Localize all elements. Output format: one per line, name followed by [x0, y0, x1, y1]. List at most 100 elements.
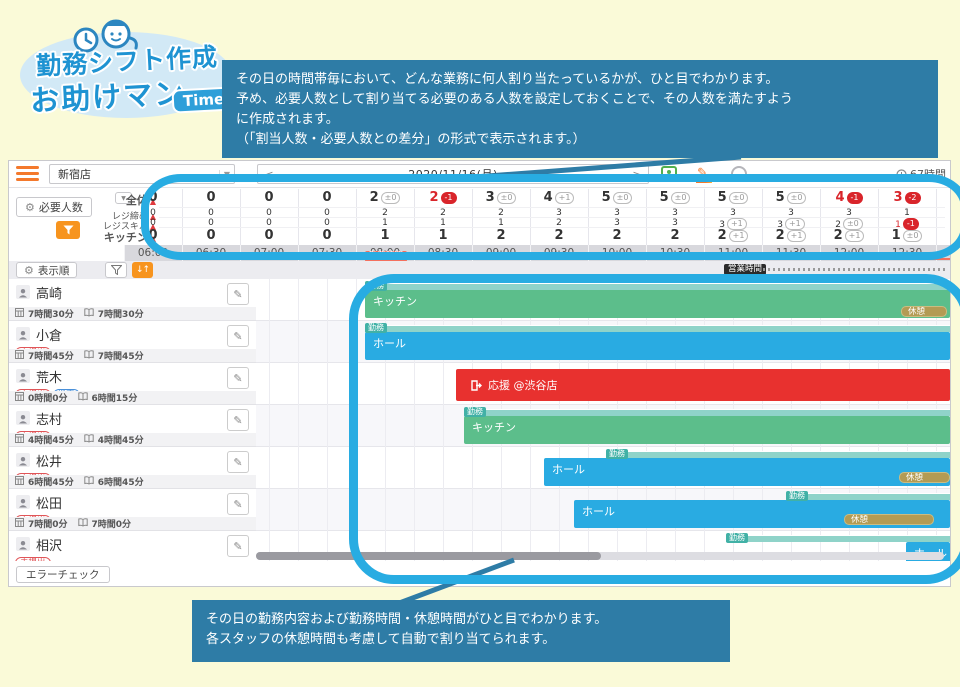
needs-cell: 5±0 — [588, 190, 646, 205]
needs-cell: 1-1 — [878, 218, 936, 230]
needs-cell: 3 — [788, 208, 794, 218]
actual-hours-icon — [84, 475, 94, 488]
needs-cell: 0 — [148, 228, 158, 243]
staff-view-icon[interactable] — [661, 166, 677, 182]
prev-day-button[interactable]: < — [264, 167, 274, 181]
scrollbar-thumb[interactable] — [256, 552, 601, 560]
hamburger-menu-icon[interactable] — [16, 166, 39, 182]
error-check-button[interactable]: エラーチェック — [16, 566, 110, 583]
needs-cell: 0 — [264, 228, 274, 243]
edit-shift-button[interactable]: ✎ — [227, 493, 249, 515]
needs-cell: 1 — [440, 218, 446, 228]
shift-bar-hall[interactable]: ホール — [365, 332, 950, 360]
staff-row: 松田✎未提出7時間0分7時間0分 — [9, 489, 256, 531]
sort-button[interactable]: ↓↑ — [132, 262, 153, 278]
diff-pill: +1 — [844, 230, 865, 242]
needs-cell: 3+1 — [704, 218, 762, 230]
shift-bar-support[interactable]: 応援 @渋谷店 — [456, 369, 950, 401]
staff-name: 荒木 — [36, 371, 63, 386]
help-circle-icon[interactable] — [731, 166, 747, 182]
app-logo: 勤務シフト作成 お助けマン Time — [14, 10, 254, 140]
actual-hours-icon — [84, 433, 94, 446]
planned-hours-icon — [15, 475, 24, 488]
alert-triangle-icon: ▲ — [149, 234, 156, 243]
edit-pencil-icon[interactable]: ✎ — [696, 166, 713, 183]
business-hours-badge: 営業時間 — [724, 264, 767, 275]
break-badge[interactable]: 休憩 — [901, 306, 947, 317]
needs-cell: 0 — [206, 228, 216, 243]
needs-cell: 0 — [266, 218, 272, 228]
break-badge[interactable]: 休憩 — [844, 514, 934, 525]
planned-hours-icon — [15, 517, 24, 530]
edit-shift-button[interactable]: ✎ — [227, 367, 249, 389]
edit-shift-button[interactable]: ✎ — [227, 535, 249, 557]
shift-bar-kitchen[interactable]: キッチン — [365, 290, 950, 318]
diff-pill: ±0 — [380, 192, 401, 204]
needs-cell: 0 — [206, 190, 216, 205]
needs-cell: 0 — [324, 218, 330, 228]
edit-shift-button[interactable]: ✎ — [227, 325, 249, 347]
person-icon — [16, 495, 30, 509]
staff-row: 松井✎未提出6時間45分6時間45分 — [9, 447, 256, 489]
staff-status-badge: 未提出 — [15, 557, 51, 561]
needs-cell: 1 — [438, 228, 448, 243]
shift-bar-hall[interactable]: ホール — [544, 458, 950, 486]
time-tick-label: 07:00 — [253, 247, 285, 259]
work-badge: 勤務 — [365, 323, 387, 333]
actual-hours-icon — [77, 391, 88, 404]
needs-cell: 5±0 — [646, 190, 704, 205]
diff-pill: -1 — [846, 192, 863, 204]
required-staff-button[interactable]: ⚙ 必要人数 — [16, 197, 92, 217]
horizontal-scrollbar[interactable] — [256, 552, 944, 560]
diff-pill: ±0 — [496, 192, 517, 204]
store-select[interactable]: 新宿店 ▼ — [49, 164, 235, 184]
diff-pill: ±0 — [670, 192, 691, 204]
staff-row: 相沢 ✎ 未提出 — [9, 531, 256, 561]
total-hours: 67時間 — [896, 166, 946, 182]
work-span-strip — [365, 283, 950, 290]
date-picker[interactable]: < 2020/11/16(月) > — [257, 164, 649, 184]
exit-store-icon — [471, 379, 482, 391]
staff-name: 相沢 — [36, 539, 63, 554]
filter-button-orange[interactable] — [56, 221, 80, 239]
edit-shift-button[interactable]: ✎ — [227, 451, 249, 473]
callout-top-line1: その日の時間帯毎において、どんな業務に何人割り当たっているかが、ひと目でわかりま… — [236, 72, 779, 87]
needs-cell: 2 — [670, 228, 680, 243]
alert-triangle-icon: ▲ — [149, 222, 156, 231]
display-order-button[interactable]: ⚙ 表示順 — [16, 262, 78, 278]
staff-name: 小倉 — [36, 329, 63, 344]
clock-icon — [896, 168, 907, 180]
time-tick-label: 07:30 — [311, 247, 343, 259]
work-badge: 勤務 — [786, 491, 808, 501]
work-span-strip — [606, 451, 950, 458]
staff-name: 高崎 — [36, 287, 63, 302]
required-staff-dropdown[interactable]: ▼ — [115, 192, 132, 204]
alert-triangle-icon: ▲ — [149, 197, 156, 206]
alert-triangle-icon: ▲ — [149, 212, 156, 221]
person-icon — [16, 411, 30, 425]
needs-cell: 2 — [498, 208, 504, 218]
needs-cell: 0 — [322, 190, 332, 205]
planned-hours-icon — [15, 307, 24, 320]
needs-cell: 3 — [614, 208, 620, 218]
needs-cell: 1 — [382, 218, 388, 228]
edit-shift-button[interactable]: ✎ — [227, 409, 249, 431]
app-header: 新宿店 ▼ < 2020/11/16(月) > ✎ 67時間 — [9, 161, 950, 188]
staff-name: 松田 — [36, 497, 63, 512]
needs-cell: 1 — [498, 218, 504, 228]
break-badge[interactable]: 休憩 — [899, 472, 950, 483]
needs-row-label-regi-skill: レジスキル▲ — [102, 222, 156, 232]
staff-filter-button[interactable] — [105, 262, 127, 278]
next-day-button[interactable]: > — [632, 167, 642, 181]
time-tick-label: 06:30 — [195, 247, 227, 259]
callout-needs-explanation: その日の時間帯毎において、どんな業務に何人割り当たっているかが、ひと目でわかりま… — [222, 60, 938, 158]
edit-shift-button[interactable]: ✎ — [227, 283, 249, 305]
needs-cell: 0 — [150, 208, 156, 218]
needs-cell: 2 — [496, 228, 506, 243]
staff-row: 荒木✎未提出指定0時間0分6時間15分 — [9, 363, 256, 405]
shift-bar-kitchen[interactable]: キッチン — [464, 416, 950, 444]
